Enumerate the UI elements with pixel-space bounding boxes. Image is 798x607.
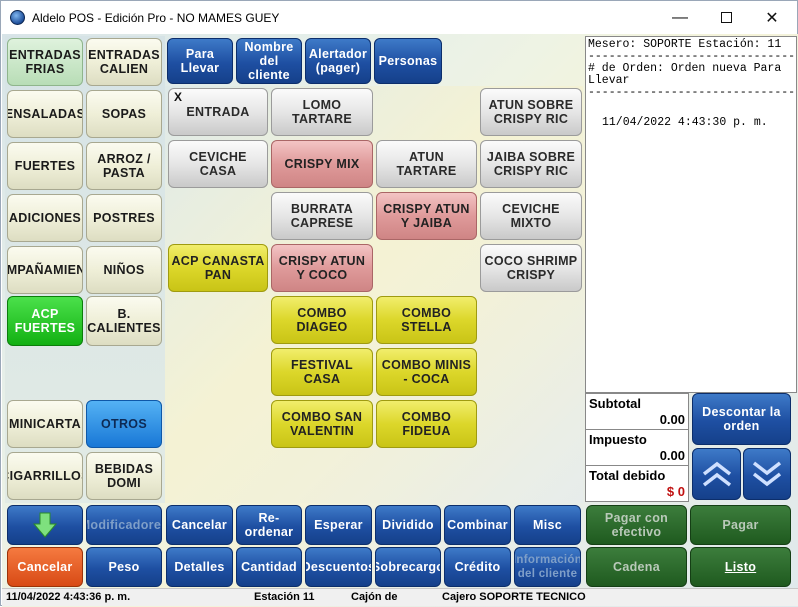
item-jaiba-sobre-crispy[interactable]: JAIBA SOBRE CRISPY RIC	[480, 140, 582, 188]
item-ceviche-casa[interactable]: CEVICHE CASA	[168, 140, 268, 188]
receipt-separator-2: -----------------------------------	[588, 87, 794, 99]
done-button[interactable]: Listo	[690, 547, 791, 587]
category-b-calientes[interactable]: B. CALIENTES	[86, 296, 162, 346]
order-receipt: Mesero: SOPORTE Estación: 11 -----------…	[585, 36, 797, 393]
category-bebidas-domi[interactable]: BEBIDAS DOMI	[86, 452, 162, 500]
receipt-order-line: # de Orden: Orden nueva Para	[588, 62, 782, 75]
para-llevar-button[interactable]: Para Llevar	[167, 38, 233, 84]
chain-button[interactable]: Cadena	[586, 547, 687, 587]
item-combo-stella[interactable]: COMBO STELLA	[376, 296, 477, 344]
details-button[interactable]: Detalles	[166, 547, 233, 587]
arrow-down-icon	[32, 512, 58, 538]
category-cigarrillos[interactable]: CIGARRILLOS	[7, 452, 83, 500]
category-acompanamientos[interactable]: ACOMPAÑAMIENTOS	[7, 246, 83, 294]
category-acp-fuertes[interactable]: ACP FUERTES	[7, 296, 83, 346]
reorder-button[interactable]: Re-ordenar	[236, 505, 302, 545]
customer-info-button[interactable]: Información del cliente	[514, 547, 581, 587]
pay-button[interactable]: Pagar	[690, 505, 791, 545]
tax-value: 0.00	[659, 448, 685, 463]
item-label: ENTRADA	[186, 105, 250, 119]
item-crispy-mix[interactable]: CRISPY MIX	[271, 140, 373, 188]
item-burrata-caprese[interactable]: BURRATA CAPRESE	[271, 192, 373, 240]
status-drawer: Cajón de	[351, 591, 398, 603]
category-postres[interactable]: POSTRES	[86, 194, 162, 242]
receipt-mesero-line: Mesero: SOPORTE Estación: 11	[588, 38, 782, 51]
weight-button[interactable]: Peso	[86, 547, 162, 587]
category-ensaladas[interactable]: ENSALADAS	[7, 90, 83, 138]
tax-label: Impuesto	[589, 432, 647, 447]
total-due-label: Total debido	[589, 468, 666, 483]
item-lomo-tartare[interactable]: LOMO TARTARE	[271, 88, 373, 136]
status-bar: 11/04/2022 4:43:36 p. m. Estación 11 Caj…	[2, 588, 798, 606]
title-bar: Aldelo POS - Edición Pro - NO MAMES GUEY…	[1, 1, 797, 34]
cancel-item-button[interactable]: Cancelar	[166, 505, 233, 545]
combine-button[interactable]: Combinar	[444, 505, 511, 545]
subtotal-value: 0.00	[659, 412, 685, 427]
subtotal-label: Subtotal	[589, 396, 641, 411]
total-due-row: Total debido $ 0	[586, 466, 688, 502]
receipt-timestamp: 11/04/2022 4:43:30 p. m.	[602, 116, 768, 129]
item-atun-sobre-crispy[interactable]: ATUN SOBRE CRISPY RIC	[480, 88, 582, 136]
surcharge-button[interactable]: Sobrecargo	[375, 547, 441, 587]
discounts-button[interactable]: Descuentos	[305, 547, 372, 587]
item-coco-shrimp-crispy[interactable]: COCO SHRIMP CRISPY	[480, 244, 582, 292]
item-combo-san-valentin[interactable]: COMBO SAN VALENTIN	[271, 400, 373, 448]
personas-button[interactable]: Personas	[374, 38, 442, 84]
status-station: Estación 11	[254, 591, 315, 603]
split-button[interactable]: Dividido	[375, 505, 441, 545]
category-fuertes[interactable]: FUERTES	[7, 142, 83, 190]
modifiers-button[interactable]: Modificadores	[86, 505, 162, 545]
tax-row: Impuesto 0.00	[586, 430, 688, 466]
credit-button[interactable]: Crédito	[444, 547, 511, 587]
pos-main: ENTRADAS FRIAS ENTRADAS CALIEN ENSALADAS…	[2, 34, 798, 607]
category-minicarta[interactable]: MINICARTA	[7, 400, 83, 448]
customer-name-button[interactable]: Nombre del cliente	[236, 38, 302, 84]
scroll-up-button[interactable]	[692, 448, 741, 500]
totals-panel: Subtotal 0.00 Impuesto 0.00 Total debido…	[585, 393, 689, 502]
category-arroz-pasta[interactable]: ARROZ / PASTA	[86, 142, 162, 190]
category-otros[interactable]: OTROS	[86, 400, 162, 448]
item-atun-tartare[interactable]: ATUN TARTARE	[376, 140, 477, 188]
category-entradas-calien[interactable]: ENTRADAS CALIEN	[86, 38, 162, 86]
cancel-order-button[interactable]: Cancelar	[7, 547, 83, 587]
category-adiciones[interactable]: ADICIONES	[7, 194, 83, 242]
category-ninos[interactable]: NIÑOS	[86, 246, 162, 294]
item-ceviche-mixto[interactable]: CEVICHE MIXTO	[480, 192, 582, 240]
status-cashier: Cajero SOPORTE TECNICO	[442, 591, 586, 603]
quantity-button[interactable]: Cantidad	[236, 547, 302, 587]
scroll-down-button[interactable]	[743, 448, 791, 500]
category-sopas[interactable]: SOPAS	[86, 90, 162, 138]
close-icon[interactable]: ✕	[765, 9, 779, 27]
app-logo-icon	[10, 10, 25, 25]
item-combo-minis-coca[interactable]: COMBO MINIS - COCA	[376, 348, 477, 396]
window-title: Aldelo POS - Edición Pro - NO MAMES GUEY	[32, 11, 280, 25]
item-combo-diageo[interactable]: COMBO DIAGEO	[271, 296, 373, 344]
receipt-order-line-2: Llevar	[588, 74, 630, 87]
chevron-up-icon	[702, 461, 731, 487]
item-combo-fideua[interactable]: COMBO FIDEUA	[376, 400, 477, 448]
chevron-down-icon	[752, 461, 782, 487]
receipt-separator: -----------------------------------	[588, 51, 794, 63]
maximize-icon[interactable]	[703, 1, 749, 34]
category-entradas-frias[interactable]: ENTRADAS FRIAS	[7, 38, 83, 86]
modifier-x-mark: X	[174, 90, 183, 104]
item-crispy-atun-coco[interactable]: CRISPY ATUN Y COCO	[271, 244, 373, 292]
hold-button[interactable]: Esperar	[305, 505, 372, 545]
item-festival-casa[interactable]: FESTIVAL CASA	[271, 348, 373, 396]
minimize-icon[interactable]: —	[672, 8, 688, 26]
pager-button[interactable]: Alertador (pager)	[305, 38, 371, 84]
item-crispy-atun-jaiba[interactable]: CRISPY ATUN Y JAIBA	[376, 192, 477, 240]
pay-cash-button[interactable]: Pagar con efectivo	[586, 505, 687, 545]
status-datetime: 11/04/2022 4:43:36 p. m.	[6, 591, 131, 603]
misc-button[interactable]: Misc	[514, 505, 581, 545]
discount-order-button[interactable]: Descontar la orden	[692, 393, 791, 445]
arrow-down-button[interactable]	[7, 505, 83, 545]
item-acp-canasta-pan[interactable]: ACP CANASTA PAN	[168, 244, 268, 292]
total-due-value: $ 0	[666, 484, 685, 499]
subtotal-row: Subtotal 0.00	[586, 394, 688, 430]
